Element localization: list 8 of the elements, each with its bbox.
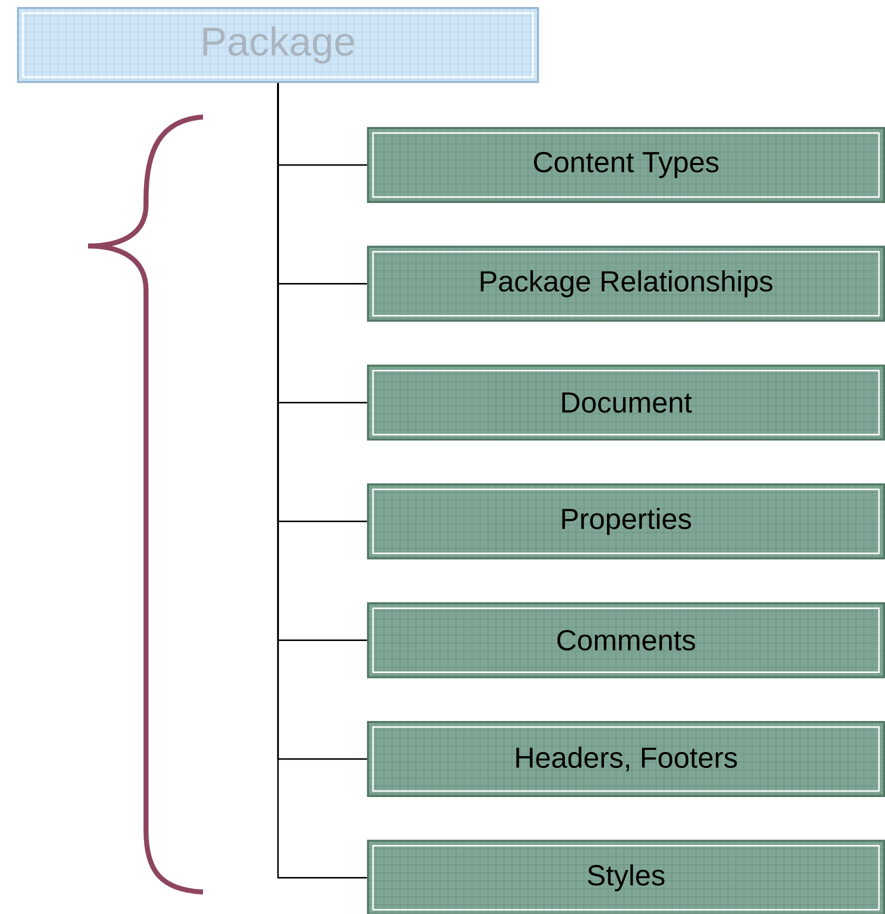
part-box: Package Relationships [367,246,885,322]
part-box: Document [367,364,885,441]
package-box: Package [17,7,539,83]
part-box: Content Types [367,127,885,203]
part-box: Properties [367,483,885,560]
part-box: Styles [367,840,885,914]
part-box: Comments [367,602,885,678]
part-box: Headers, Footers [367,721,885,797]
